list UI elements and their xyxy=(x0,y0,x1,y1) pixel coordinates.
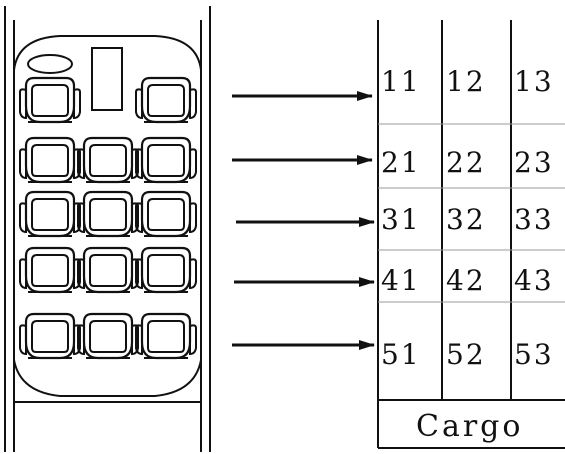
vehicle-outline xyxy=(4,6,211,452)
seat-row-2 xyxy=(18,136,198,184)
grid-cell: 33 xyxy=(514,203,554,236)
roof-vent-shape xyxy=(27,54,73,74)
grid-cell: 31 xyxy=(381,203,421,236)
grid-row-1: 11 12 13 xyxy=(381,65,554,98)
grid-cell: 12 xyxy=(446,65,486,98)
grid-cell: 21 xyxy=(381,146,421,179)
mapping-arrows xyxy=(232,91,375,350)
grid-cell: 41 xyxy=(381,264,421,297)
seat-icon xyxy=(134,76,198,124)
seat-row-5 xyxy=(18,312,198,360)
grid-cell: 52 xyxy=(446,338,486,371)
seat-icon xyxy=(18,190,82,238)
seat-icon xyxy=(134,190,198,238)
seat-grid-dividers xyxy=(378,123,565,303)
seat-icon xyxy=(18,312,82,360)
grid-cell: 13 xyxy=(514,65,554,98)
seat-icon xyxy=(76,246,140,294)
center-console-shape xyxy=(91,47,123,111)
seat-icon xyxy=(76,190,140,238)
grid-cell: 11 xyxy=(381,65,421,98)
grid-cell: 32 xyxy=(446,203,486,236)
grid-row-3: 31 32 33 xyxy=(381,203,554,236)
seat-icon xyxy=(18,76,82,124)
seat-icon xyxy=(18,246,82,294)
grid-cell: 23 xyxy=(514,146,554,179)
seat-row-3 xyxy=(18,190,198,238)
grid-cell: 22 xyxy=(446,146,486,179)
cargo-label: Cargo xyxy=(416,409,523,444)
seat-icon xyxy=(18,136,82,184)
front-seats xyxy=(18,76,198,124)
grid-row-2: 21 22 23 xyxy=(381,146,554,179)
seat-icon xyxy=(134,246,198,294)
grid-cell: 42 xyxy=(446,264,486,297)
seat-grid xyxy=(377,20,565,449)
seat-icon xyxy=(134,312,198,360)
seat-row-4 xyxy=(18,246,198,294)
grid-row-5: 51 52 53 xyxy=(381,338,554,371)
seat-icon xyxy=(76,136,140,184)
grid-cell: 51 xyxy=(381,338,421,371)
seat-icon xyxy=(76,312,140,360)
seat-icon xyxy=(134,136,198,184)
grid-row-4: 41 42 43 xyxy=(381,264,554,297)
grid-cell: 43 xyxy=(514,264,554,297)
grid-cell: 53 xyxy=(514,338,554,371)
